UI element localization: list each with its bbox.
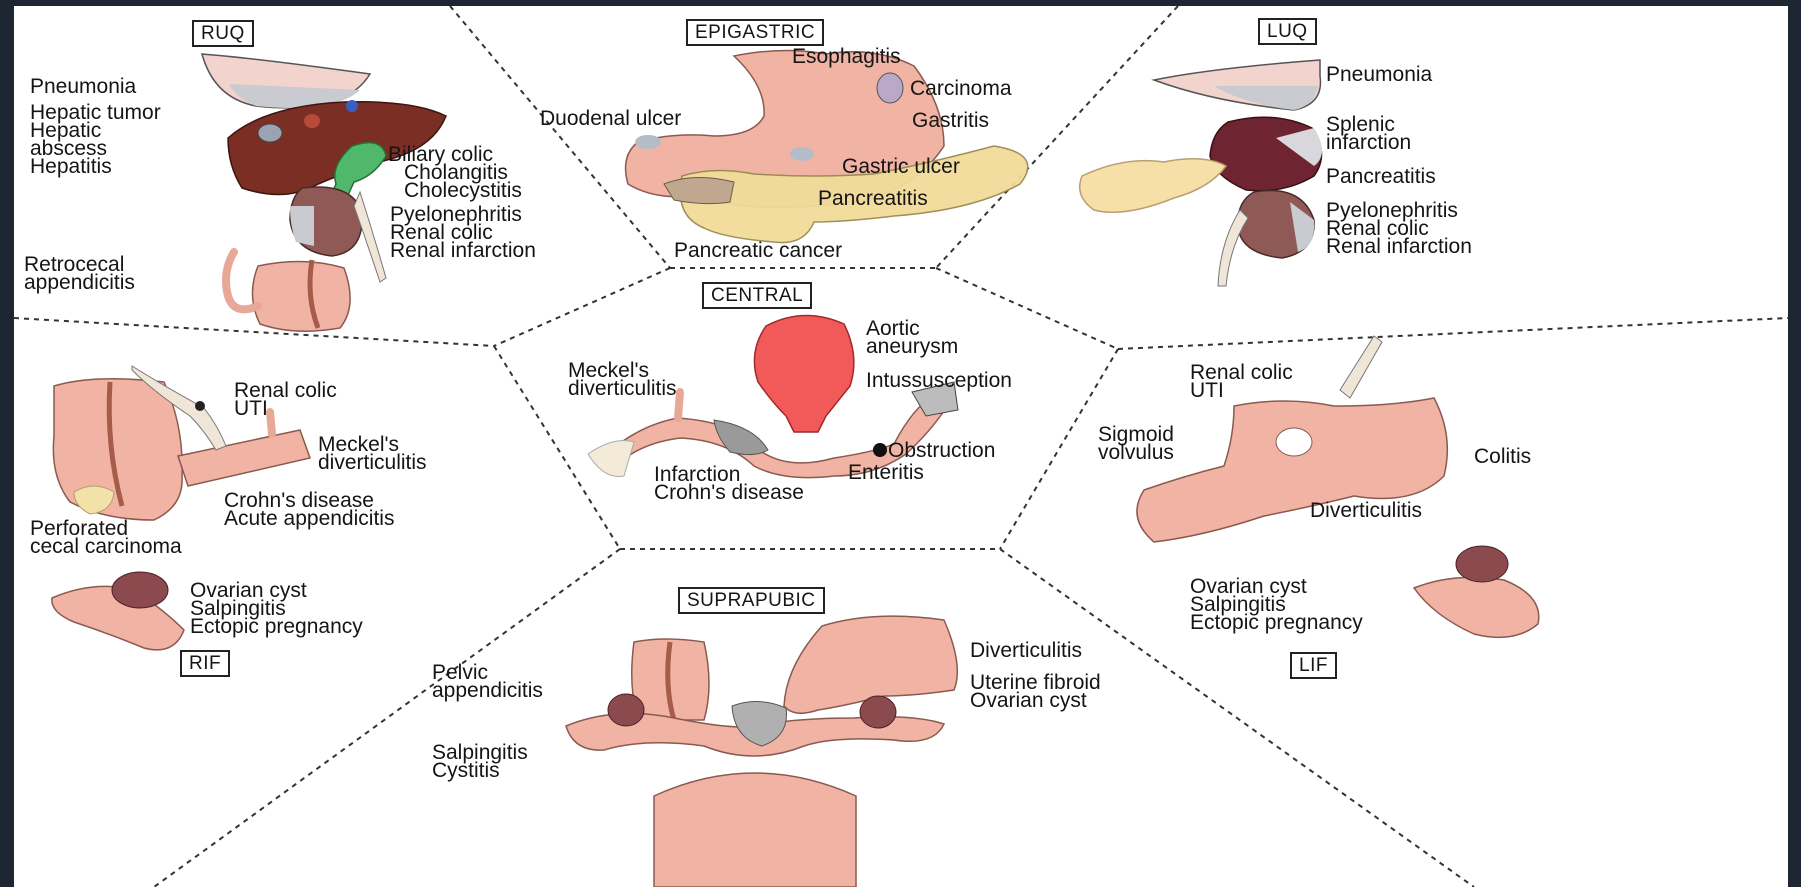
lif-ovarian-cyst-label: Ovarian cyst [1190,575,1307,598]
lif-sigmoid-label: Sigmoid [1098,423,1174,446]
ruq-biliary-colic-label: Biliary colic [388,143,494,166]
rif-ectopic-label: Ectopic pregnancy [190,615,363,638]
region-label-ruq: RUQ [192,20,254,47]
sp-salpingitis-label: Salpingitis [432,741,528,764]
lif-renal-colic-label: Renal colic [1190,361,1293,384]
ruq-pneumonia-label: Pneumonia [30,75,137,98]
central-infarction-label: Infarction [654,463,741,486]
rif-diverticulitis-label: diverticulitis [318,451,427,474]
central-aortic-label: Aortic [866,317,920,340]
cecum [251,260,351,332]
sp-pelvic-label: Pelvic [432,661,489,684]
ruq-cholangitis-label: Cholangitis [404,161,508,184]
rif-cecal-carcinoma-label: cecal carcinoma [30,535,182,558]
bladder [653,772,857,887]
ruq-appendicitis-label: appendicitis [24,271,135,294]
sigmoid-colon [1136,397,1449,543]
suprapubic-colon [783,615,959,714]
anatomy-illustrations [14,6,1788,887]
ruq-retrocecal-label: Retrocecal [24,253,125,276]
ruq-renal-colic-label: Renal colic [390,221,493,244]
ruq-renal-infarction-label: Renal infarction [390,239,536,262]
rif-perforated-label: Perforated [30,517,129,540]
luq-infarction-label: infarction [1326,131,1412,154]
epi-gastric-ulcer-label: Gastric ulcer [842,155,960,178]
diagram-panel: RUQ EPIGASTRIC LUQ CENTRAL RIF LIF SUPRA… [14,6,1788,887]
epi-pancreatitis-label: Pancreatitis [818,187,928,210]
epi-carcinoma-label: Carcinoma [910,77,1012,100]
lif-volvulus-label: volvulus [1098,441,1174,464]
epi-pancreatic-cancer-label: Pancreatic cancer [674,239,843,262]
sp-uterine-fibroid-label: Uterine fibroid [970,671,1101,694]
rif-renal-colic-label: Renal colic [234,379,337,402]
ruq-hepatitis-label: Hepatitis [30,155,112,178]
rif-small-bowel [177,429,311,487]
ascending-colon [52,378,183,521]
region-label-luq: LUQ [1258,18,1317,45]
epi-duodenal-ulcer-label: Duodenal ulcer [540,107,682,130]
rif-salpingitis-label: Salpingitis [190,597,286,620]
sp-ovarian-cyst-label: Ovarian cyst [970,689,1087,712]
central-enteritis-label: Enteritis [848,461,924,484]
sp-diverticulitis-label: Diverticulitis [970,639,1083,662]
rif-ovarian-cyst-label: Ovarian cyst [190,579,307,602]
region-label-epigastric: EPIGASTRIC [686,19,825,46]
liver [227,101,447,196]
rif-ureter [131,365,227,451]
central-aneurysm-label: aneurysm [866,335,959,358]
rif-uti-label: UTI [234,397,268,420]
lif-ovary-tube [1412,576,1540,639]
ruq-pyelonephritis-label: Pyelonephritis [390,203,522,226]
rif-crohns-label: Crohn's disease [224,489,374,512]
rif-acute-appendicitis-label: Acute appendicitis [224,507,395,530]
lif-diverticulitis-label: Diverticulitis [1310,499,1423,522]
sp-appendicitis-label: appendicitis [432,679,543,702]
luq-pneumonia-label: Pneumonia [1326,63,1433,86]
ruq-hepatic-tumor-label: Hepatic tumor [30,101,161,124]
lif-salpingitis-label: Salpingitis [1190,593,1286,616]
central-intussusception-label: Intussusception [866,369,1012,392]
ruq-hepatic-label: Hepatic [30,119,102,142]
region-label-suprapubic: SUPRAPUBIC [678,587,825,614]
luq-pyelonephritis-label: Pyelonephritis [1326,199,1458,222]
ruq-abscess-label: abscess [30,137,108,160]
central-meckels-label: Meckel's [568,359,650,382]
sp-cystitis-label: Cystitis [432,759,500,782]
epi-pancreas [679,145,1029,244]
region-label-rif: RIF [180,650,231,677]
lif-ectopic-label: Ectopic pregnancy [1190,611,1363,634]
luq-renal-colic-label: Renal colic [1326,217,1429,240]
region-divider-lines [14,6,1788,887]
lif-uti-label: UTI [1190,379,1224,402]
epi-gastritis-label: Gastritis [912,109,990,132]
aortic-aneurysm [753,314,855,433]
epi-esophagitis-label: Esophagitis [792,45,901,68]
ruq-cholecystitis-label: Cholecystitis [404,179,522,202]
luq-splenic-label: Splenic [1326,113,1395,136]
central-diverticulitis-label: diverticulitis [568,377,677,400]
luq-pancreatitis-label: Pancreatitis [1326,165,1436,188]
luq-renal-infarction-label: Renal infarction [1326,235,1472,258]
rif-meckels-label: Meckel's [318,433,400,456]
luq-pancreas-tail [1079,158,1228,214]
region-label-lif: LIF [1290,652,1337,679]
region-label-central: CENTRAL [702,282,813,309]
central-crohns-label: Crohn's disease [654,481,804,504]
central-obstruction-label: Obstruction [888,439,996,462]
lif-colitis-label: Colitis [1474,445,1532,468]
